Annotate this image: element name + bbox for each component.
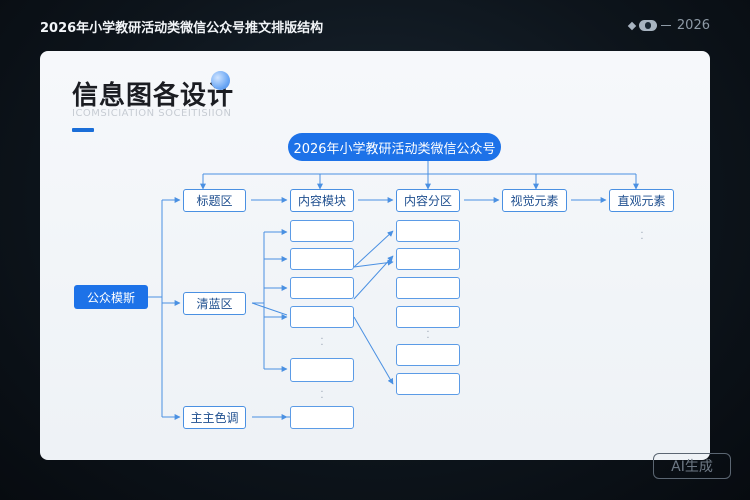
root-node[interactable]: 2026年小学教研活动类微信公众号	[288, 133, 501, 161]
section-ellipsis: ··	[426, 327, 430, 344]
dash-icon	[660, 25, 671, 26]
ai-generated-badge: AI生成	[653, 453, 731, 479]
intuitive-elements-node[interactable]: 直观元素	[609, 189, 674, 212]
module-box-4[interactable]	[290, 306, 354, 328]
module-section-diag-4	[353, 316, 394, 385]
module-box-6[interactable]	[290, 406, 354, 429]
section-box-6[interactable]	[396, 373, 460, 395]
module-box-3[interactable]	[290, 277, 354, 299]
module-ellipsis-2: ··	[320, 387, 324, 404]
section-box-1[interactable]	[396, 220, 460, 242]
section-box-3[interactable]	[396, 277, 460, 299]
visual-elements-node[interactable]: 视觉元素	[502, 189, 567, 212]
main-color-node[interactable]: 主主色调	[183, 406, 246, 429]
card-subheading: ICOMSICIATION SOCEITISIION	[72, 108, 232, 119]
blue-zone-node[interactable]: 清蓝区	[183, 292, 246, 315]
top-right-brand: 2026	[627, 18, 710, 33]
section-box-4[interactable]	[396, 306, 460, 328]
top-title: 2026年小学教研活动类微信公众号推文排版结构	[40, 21, 324, 36]
section-box-2[interactable]	[396, 248, 460, 270]
blue-zone-diag	[251, 302, 288, 316]
pill-logo-icon	[638, 20, 657, 31]
card-heading: 信息图各设计	[72, 81, 235, 111]
module-box-1[interactable]	[290, 220, 354, 242]
left-root-node[interactable]: 公众模斯	[74, 285, 148, 309]
module-section-diag-3	[353, 255, 394, 300]
content-section-node[interactable]: 内容分区	[396, 189, 460, 212]
diamond-icon	[627, 21, 637, 30]
module-section-diag-2	[353, 230, 394, 268]
content-module-node[interactable]: 内容模块	[290, 189, 354, 212]
infographic-card: 信息图各设计 ICOMSICIATION SOCEITISIION	[40, 51, 710, 460]
brand-logo-icon	[627, 20, 671, 31]
connector-lines	[148, 161, 639, 420]
module-ellipsis-1: ··	[320, 334, 324, 351]
heading-accent-bar	[72, 128, 94, 132]
intuitive-ellipsis: ··	[640, 228, 644, 245]
section-box-5[interactable]	[396, 344, 460, 366]
gradient-dot-icon	[211, 71, 230, 90]
module-box-2[interactable]	[290, 248, 354, 270]
module-box-5[interactable]	[290, 358, 354, 382]
top-right-year: 2026	[676, 18, 710, 33]
title-zone-node[interactable]: 标题区	[183, 189, 246, 212]
